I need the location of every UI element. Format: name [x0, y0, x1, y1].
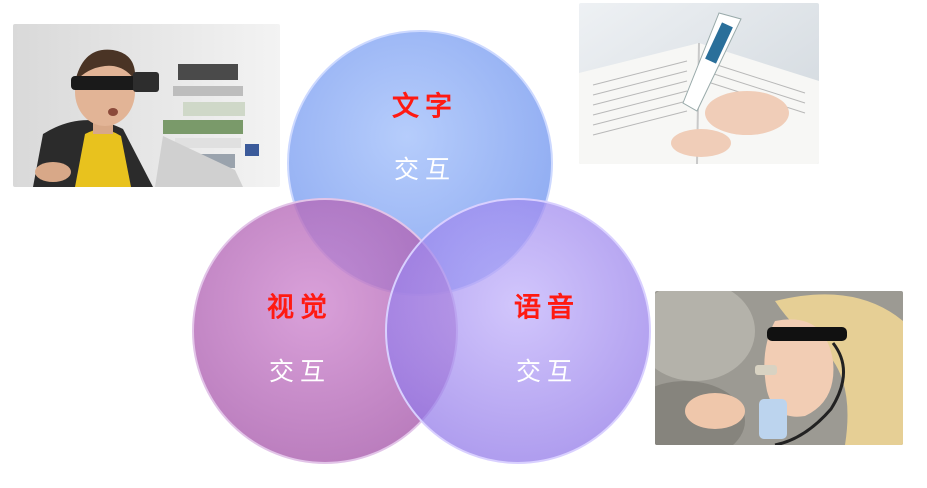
visual-interaction-subtitle: 交互 — [268, 357, 332, 386]
voice-interaction-title: 语音 — [514, 292, 580, 324]
scanning-pen-photo — [579, 3, 819, 164]
text-interaction-title: 文字 — [392, 91, 458, 123]
circle-voice-interaction — [385, 198, 651, 464]
head-mounted-display-photo — [13, 24, 280, 187]
visual-interaction-title: 视觉 — [267, 292, 333, 324]
voice-headset-photo — [655, 291, 903, 445]
voice-interaction-subtitle: 交互 — [515, 357, 579, 386]
text-interaction-subtitle: 交互 — [393, 155, 457, 184]
